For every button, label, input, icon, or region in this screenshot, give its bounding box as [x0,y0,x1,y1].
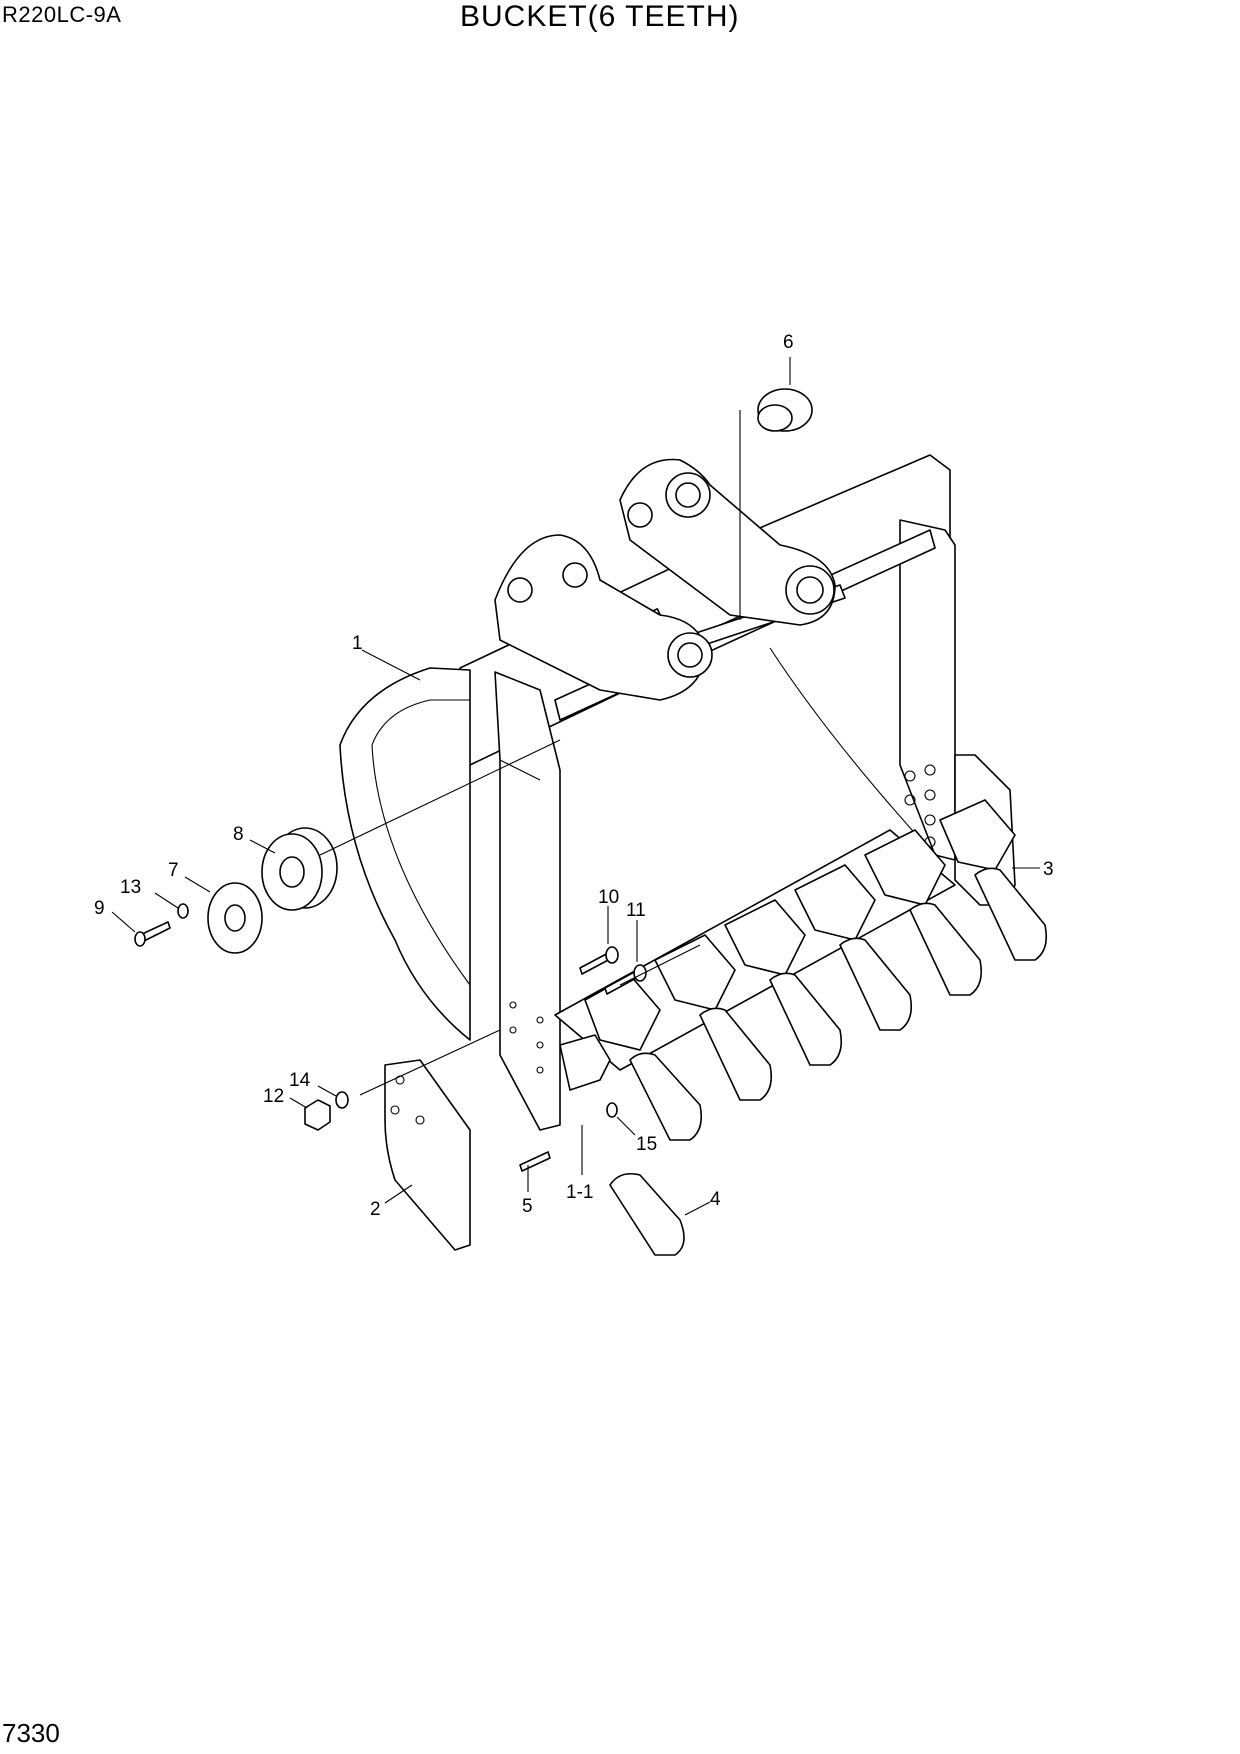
pin-5 [519,1151,551,1172]
callout-11: 11 [626,900,646,962]
callout-12: 12 [263,1086,308,1109]
tooth-6 [939,799,1048,961]
callout-7: 7 [168,860,211,893]
callout-1-1: 1-1 [566,1125,593,1203]
callout-label-13: 13 [120,877,141,898]
adapter-loose [559,1034,611,1091]
callout-label-6: 6 [783,332,794,353]
callout-label-11: 11 [626,900,646,921]
callout-9: 9 [94,898,136,933]
callout-label-4: 4 [710,1189,721,1210]
tooth-2 [654,934,773,1101]
callout-label-10: 10 [598,887,619,908]
tooth-4 [794,864,913,1031]
bolt-9 [134,921,171,947]
tooth-1 [584,974,703,1141]
callout-14: 14 [289,1070,337,1097]
callout-label-5: 5 [522,1196,533,1217]
callout-label-8: 8 [233,824,244,845]
washer-14 [335,1091,349,1109]
adapters-and-teeth [559,799,1048,1256]
shim-8 [261,827,338,911]
callout-label-9: 9 [94,898,105,919]
callout-15: 15 [616,1116,657,1155]
tooth-loose [609,1172,685,1256]
callout-6: 6 [783,332,794,385]
callout-label-15: 15 [636,1134,657,1155]
callout-3: 3 [1012,859,1054,880]
callout-label-1: 1 [352,633,363,654]
page-title: BUCKET(6 TEETH) [460,0,740,33]
boss-brackets [494,458,836,701]
callout-label-12: 12 [263,1086,284,1107]
lock-15 [606,1102,618,1118]
callout-label-14: 14 [289,1070,311,1091]
callout-4: 4 [684,1189,721,1216]
washer-13 [177,903,189,919]
callout-5: 5 [522,1165,533,1217]
bolt-10 [579,946,619,975]
nut-12 [304,1099,331,1131]
callout-2: 2 [370,1184,413,1220]
callout-label-3: 3 [1043,859,1054,880]
callout-label-7: 7 [168,860,179,881]
tooth-5 [864,829,983,996]
callout-label-1-1: 1-1 [566,1182,593,1203]
page-number: 7330 [2,1718,60,1748]
callout-8: 8 [233,824,276,854]
callout-13: 13 [120,877,179,909]
tooth-3 [724,899,843,1066]
model-code: R220LC-9A [2,2,122,27]
callout-1: 1 [352,633,421,681]
bushing-6 [757,388,813,432]
side-cutter-left-2 [384,1059,471,1251]
assembly-guides [319,410,741,1096]
callout-label-2: 2 [370,1199,381,1220]
plate-7 [207,882,263,954]
callout-10: 10 [598,887,619,944]
